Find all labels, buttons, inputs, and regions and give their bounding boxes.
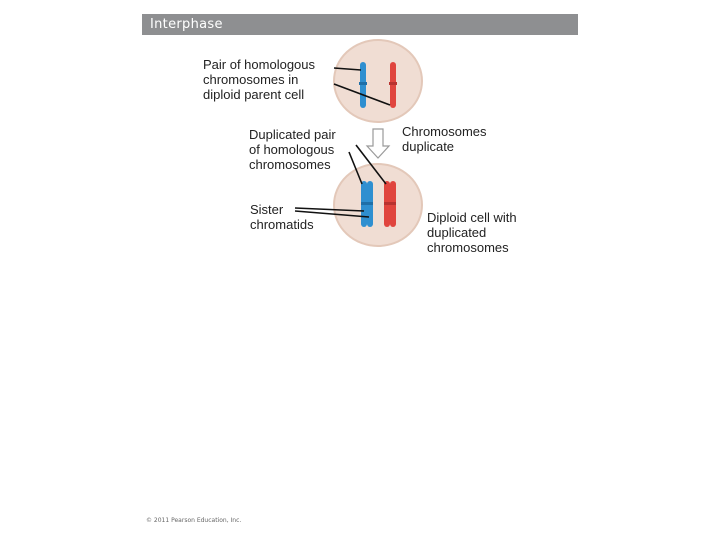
- red-duplicated-chromosome: [384, 181, 396, 227]
- diploid-cell-label: Diploid cell with duplicated chromosomes: [427, 210, 517, 255]
- chromosomes-duplicate-label: Chromosomes duplicate: [402, 124, 487, 154]
- homologous-pair-label: Pair of homologous chromosomes in diploi…: [203, 57, 315, 102]
- duplicated-pair-label: Duplicated pair of homologous chromosome…: [249, 127, 336, 172]
- duplication-arrow: [367, 129, 389, 158]
- diploid-cell: [334, 164, 422, 246]
- blue-chromosome: [359, 62, 367, 108]
- sister-chromatids-label: Sister chromatids: [250, 202, 314, 232]
- blue-duplicated-chromosome: [361, 181, 373, 227]
- red-chromosome: [389, 62, 397, 108]
- copyright-notice: © 2011 Pearson Education, Inc.: [146, 517, 241, 524]
- parent-cell: [334, 40, 422, 122]
